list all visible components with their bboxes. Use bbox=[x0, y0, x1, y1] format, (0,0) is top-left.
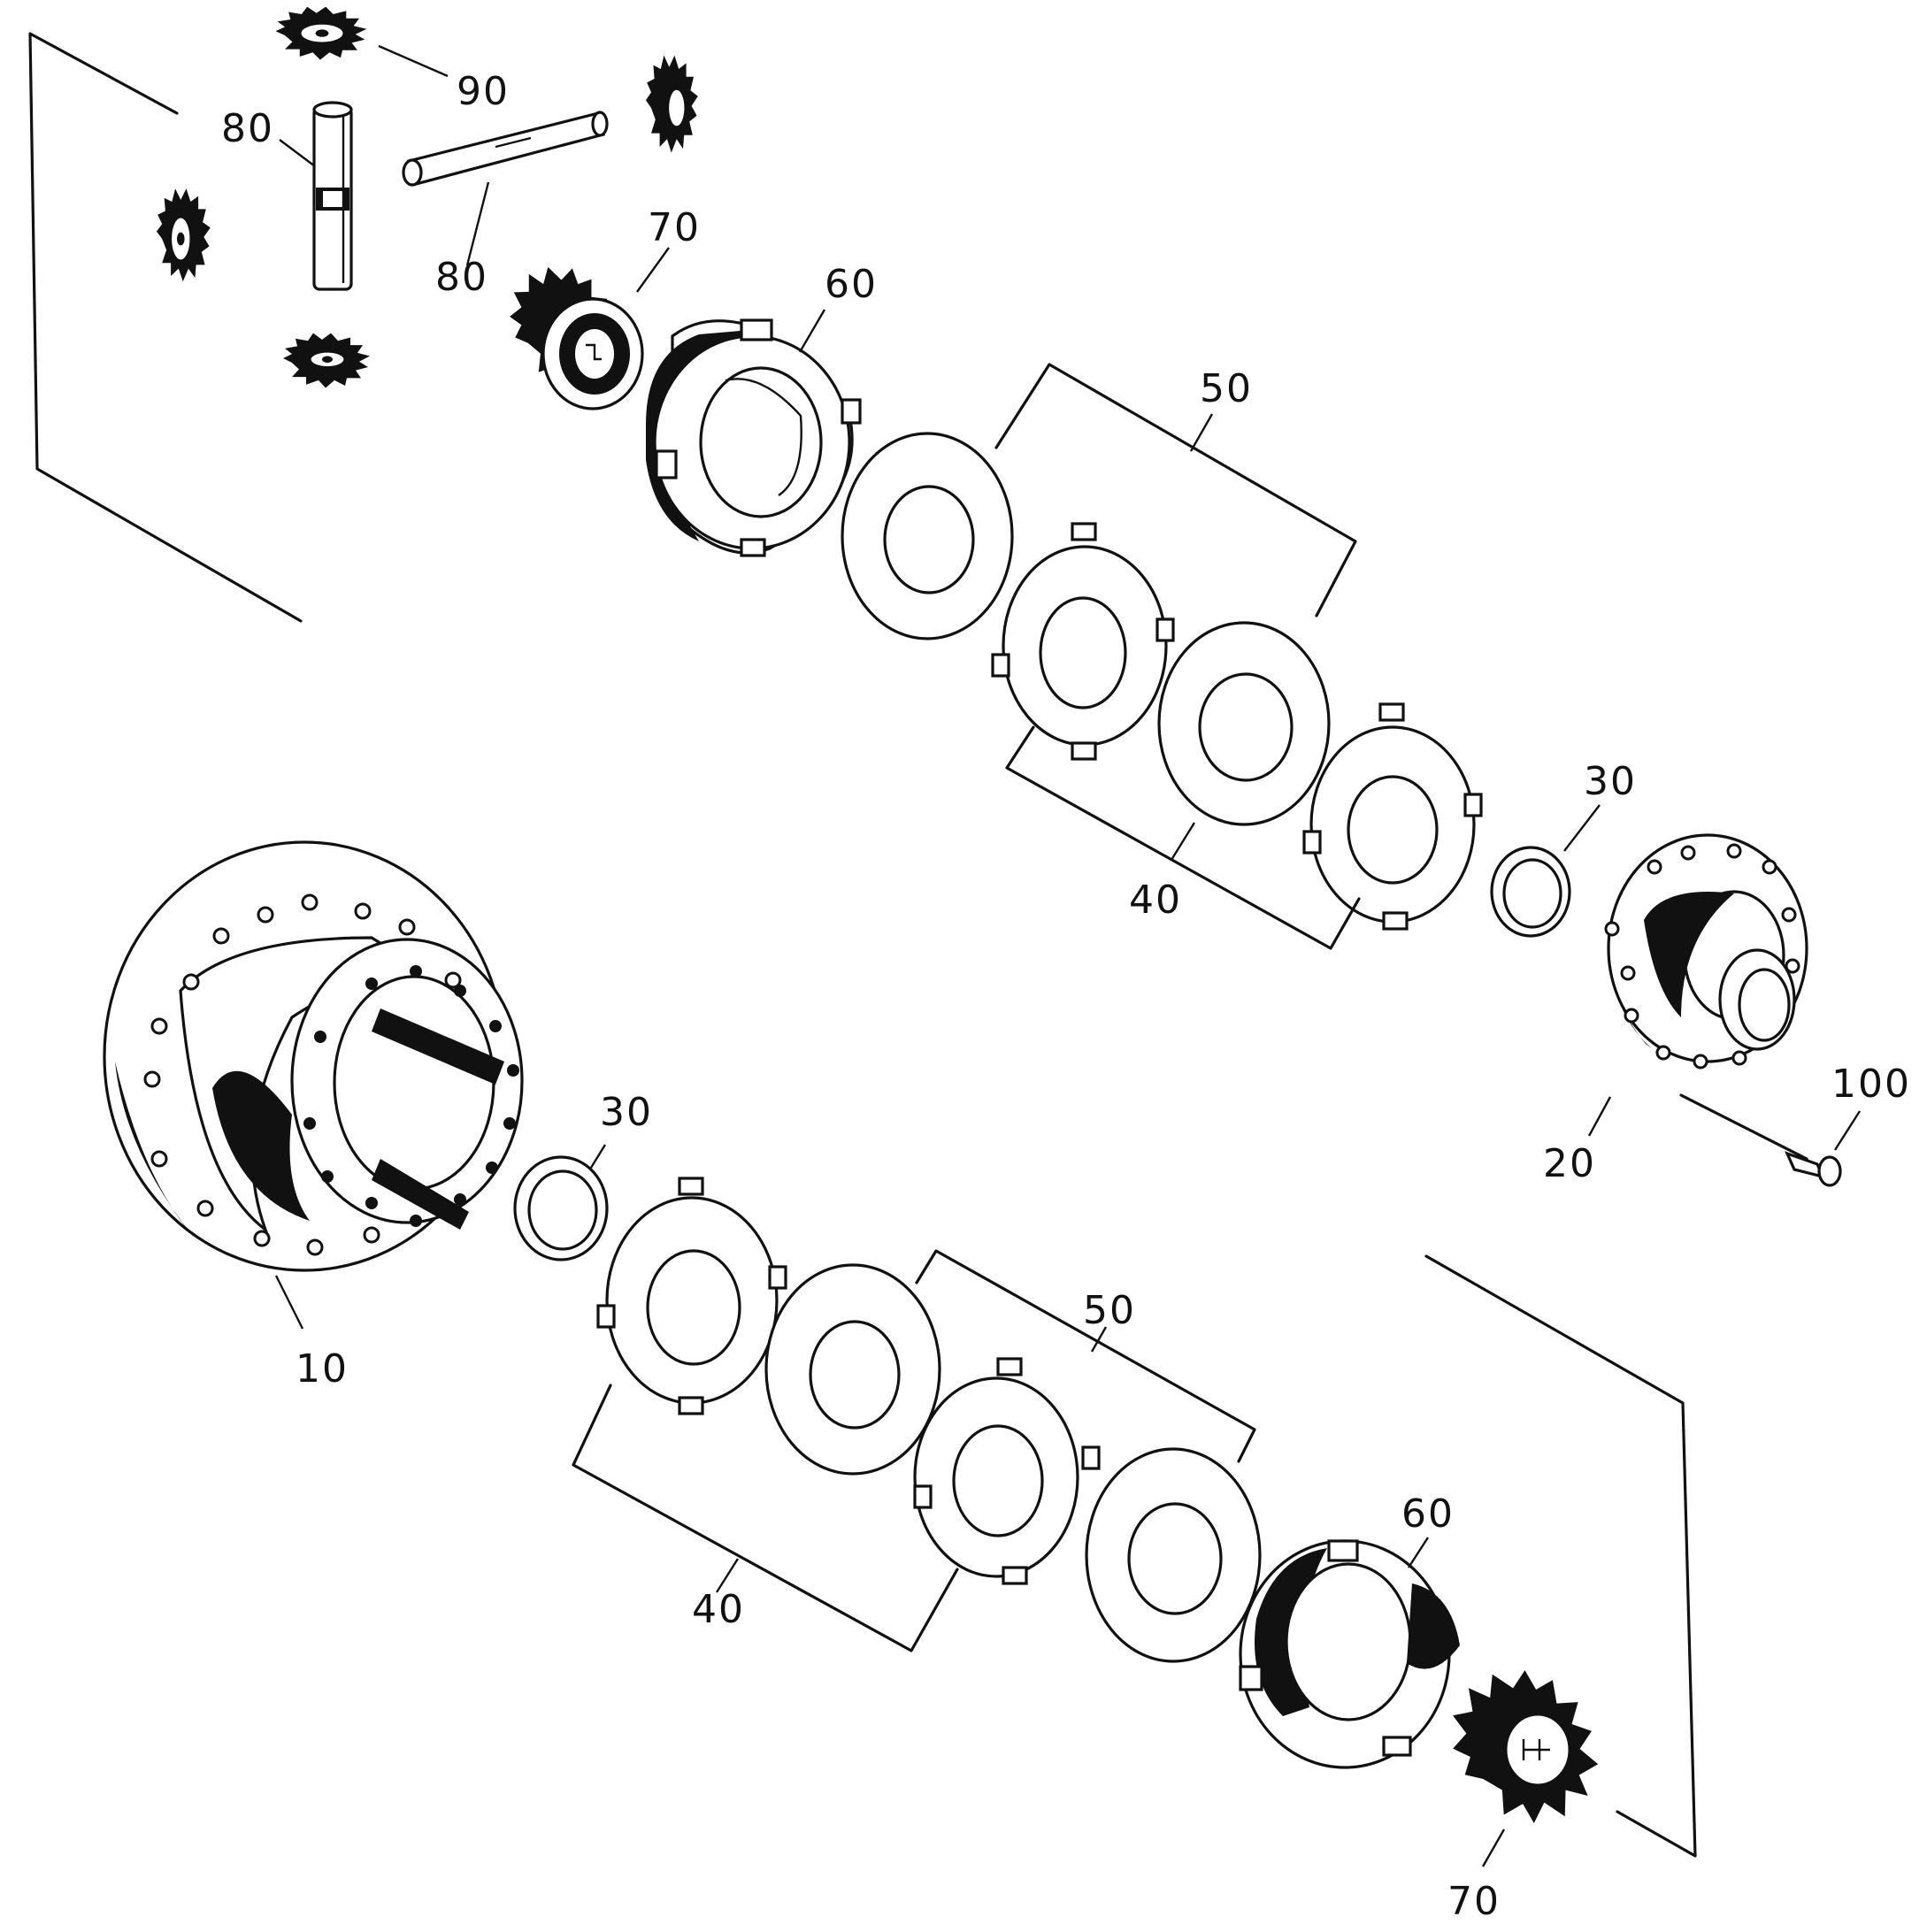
cross-shaft-diagonal bbox=[402, 111, 609, 187]
clutch-plate-top-2 bbox=[1302, 702, 1483, 931]
clutch-plate-top-1 bbox=[991, 522, 1175, 761]
case-half-right bbox=[1604, 833, 1808, 1070]
label-50-top: 50 bbox=[1200, 366, 1253, 411]
label-60-top: 60 bbox=[825, 262, 878, 307]
cross-shaft-vertical bbox=[312, 101, 353, 291]
pressure-ring-top bbox=[646, 318, 862, 557]
label-30-top: 30 bbox=[1584, 759, 1637, 804]
bracket-40-top bbox=[1005, 725, 1361, 950]
label-70-bottom: 70 bbox=[1447, 1879, 1501, 1924]
pressure-ring-bottom bbox=[1239, 1539, 1460, 1769]
label-90: 90 bbox=[457, 69, 510, 114]
pinion-gear-bottom bbox=[283, 333, 370, 388]
label-40-bottom: 40 bbox=[692, 1587, 745, 1632]
clutch-disc-top-1 bbox=[841, 432, 1014, 640]
bracket-50-top bbox=[994, 363, 1357, 617]
label-20: 20 bbox=[1543, 1141, 1596, 1186]
clutch-disc-bottom-1 bbox=[764, 1263, 941, 1476]
bracket-40-bottom bbox=[572, 1384, 959, 1652]
label-30-bottom: 30 bbox=[600, 1090, 653, 1135]
clutch-disc-top-2 bbox=[1157, 621, 1331, 826]
clutch-disc-bottom-2 bbox=[1085, 1447, 1262, 1663]
top-bracket-line bbox=[28, 32, 303, 623]
spring-ring-bottom bbox=[513, 1155, 609, 1261]
case-half-left bbox=[103, 840, 524, 1272]
leader-lines bbox=[274, 44, 1862, 1867]
pinion-gear-top bbox=[275, 6, 367, 60]
label-50-bottom: 50 bbox=[1083, 1288, 1136, 1333]
label-80-a: 80 bbox=[221, 106, 274, 151]
pinion-gear-left bbox=[157, 188, 211, 282]
spring-ring-top bbox=[1490, 846, 1571, 938]
label-100: 100 bbox=[1831, 1062, 1911, 1107]
label-60-bottom: 60 bbox=[1401, 1491, 1455, 1537]
label-70-top: 70 bbox=[648, 205, 701, 250]
side-gear-top bbox=[496, 251, 644, 410]
clutch-plate-bottom-1 bbox=[596, 1177, 787, 1415]
side-gear-bottom bbox=[1428, 1644, 1624, 1850]
label-10: 10 bbox=[296, 1346, 349, 1392]
bottom-bracket-line bbox=[1424, 1254, 1697, 1858]
clutch-plate-bottom-2 bbox=[913, 1357, 1101, 1585]
bolt bbox=[1679, 1093, 1842, 1187]
bracket-50-bottom bbox=[915, 1249, 1256, 1463]
label-80-b: 80 bbox=[435, 255, 488, 300]
label-40-top: 40 bbox=[1129, 878, 1182, 923]
pinion-gear-right bbox=[646, 55, 698, 153]
